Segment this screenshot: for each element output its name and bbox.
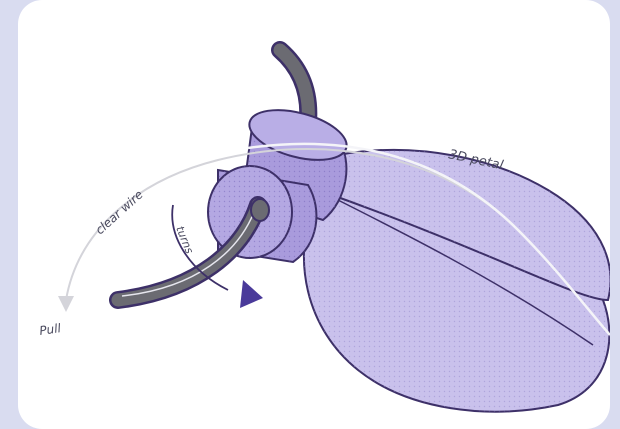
label-clear-wire: clear wire bbox=[93, 187, 146, 237]
label-turns: turns bbox=[173, 224, 196, 256]
mechanism-diagram: 3D petal clear wire turns Pull bbox=[18, 0, 610, 429]
turn-arrow-icon bbox=[240, 280, 263, 308]
pull-arrow-icon bbox=[58, 296, 74, 312]
diagram-card: 3D petal clear wire turns Pull bbox=[18, 0, 610, 429]
label-pull: Pull bbox=[38, 321, 62, 338]
